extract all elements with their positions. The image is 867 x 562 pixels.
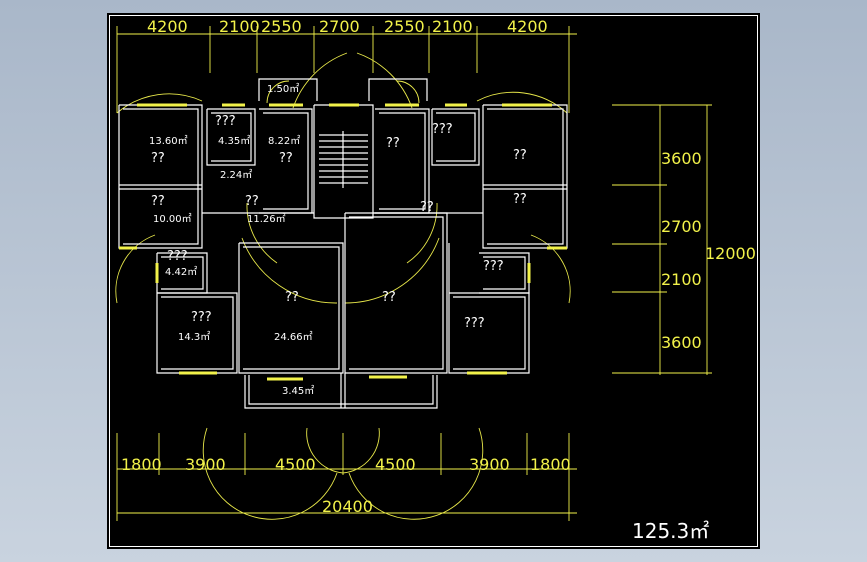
room-area-living-room-left: 13.60㎡: [149, 135, 188, 147]
door-swing-arcs: [115, 52, 571, 520]
right-dim-3: 2100: [661, 270, 702, 289]
room-labels: 13.60㎡ ?? ??? 4.35㎡ 8.22㎡ ?? 1.50㎡ ?? ??…: [149, 83, 527, 397]
room-label-bedroom-left: ??: [151, 194, 165, 209]
room-area-kitchen-left: 8.22㎡: [268, 135, 300, 147]
top-dim-3: 2550: [261, 17, 302, 36]
room-label-storage-right: ???: [483, 259, 504, 274]
room-label-living-room-right: ??: [513, 148, 527, 163]
bottom-dim-total: 20400: [322, 497, 373, 516]
stair-treads: [319, 131, 368, 188]
total-area-label: 125.3㎡: [632, 519, 709, 543]
drawing-frame: [109, 15, 758, 547]
right-dim-1: 3600: [661, 149, 702, 168]
room-label-living-room-left: ??: [151, 151, 165, 166]
bottom-dim-3: 4500: [275, 455, 316, 474]
room-label-bath-right: ???: [432, 122, 453, 137]
right-dim-2: 2700: [661, 217, 702, 236]
room-label-main-room-right: ??: [382, 290, 396, 305]
cad-viewport[interactable]: 4200 2100 2550 2700 2550 2100 4200 3600 …: [107, 13, 760, 549]
room-label-bedroom-lower-right: ???: [464, 316, 485, 331]
bottom-dim-6: 1800: [530, 455, 571, 474]
bottom-dim-2: 3900: [185, 455, 226, 474]
bottom-dimension-chain: 1800 3900 4500 4500 3900 1800 20400: [116, 433, 577, 521]
top-dim-1: 4200: [147, 17, 188, 36]
top-dim-4: 2700: [319, 17, 360, 36]
room-label-bedroom-lower-left: ???: [191, 310, 212, 325]
room-label-bath-left: ???: [215, 114, 236, 129]
floor-plan-drawing: 4200 2100 2550 2700 2550 2100 4200 3600 …: [115, 17, 756, 543]
top-dimension-chain: 4200 2100 2550 2700 2550 2100 4200: [116, 17, 577, 113]
room-label-hall-right: ??: [420, 200, 434, 215]
bottom-dim-5: 3900: [469, 455, 510, 474]
top-dim-7: 4200: [507, 17, 548, 36]
room-area-bedroom-left: 10.00㎡: [153, 213, 192, 225]
top-dim-6: 2100: [432, 17, 473, 36]
room-area-bedroom-lower-left: 14.3㎡: [178, 331, 210, 343]
bottom-dim-4: 4500: [375, 455, 416, 474]
walls: [118, 78, 568, 409]
room-area-balcony-bottom: 3.45㎡: [282, 385, 314, 397]
top-dim-5: 2550: [384, 17, 425, 36]
room-area-main-room-left: 24.66㎡: [274, 331, 313, 343]
right-dim-4: 3600: [661, 333, 702, 352]
room-label-kitchen-left: ??: [279, 151, 293, 166]
room-area-hall-left: 11.26㎡: [247, 213, 286, 225]
right-dimension-chain: 3600 2700 2100 3600 12000: [612, 104, 756, 375]
room-label-storage-left: ???: [167, 249, 188, 264]
bottom-dim-1: 1800: [121, 455, 162, 474]
room-label-bedroom-right: ??: [513, 192, 527, 207]
right-dim-total: 12000: [705, 244, 756, 263]
room-label-main-room-left: ??: [285, 290, 299, 305]
room-area-storage-left: 4.42㎡: [165, 266, 197, 278]
windows: [119, 103, 567, 381]
room-label-kitchen-right: ??: [386, 136, 400, 151]
room-area-bath-left: 4.35㎡: [218, 135, 250, 147]
room-area-corridor: 2.24㎡: [220, 169, 252, 181]
room-area-balcony-top: 1.50㎡: [267, 83, 299, 95]
top-dim-2: 2100: [219, 17, 260, 36]
room-label-hall-left: ??: [245, 194, 259, 209]
